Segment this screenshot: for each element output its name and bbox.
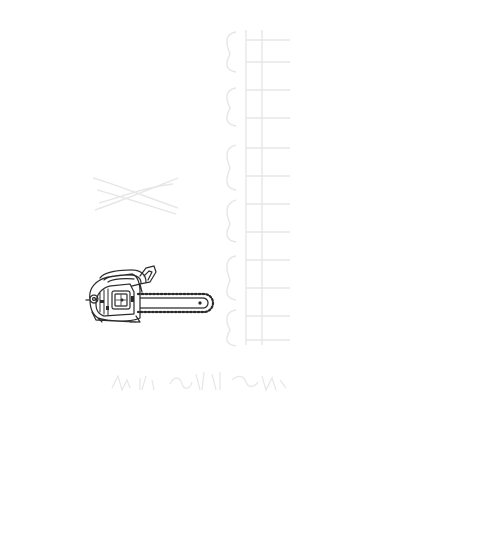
ghost-scribble — [111, 371, 287, 392]
ghost-cross-marks — [92, 177, 179, 215]
ghost-artwork — [92, 30, 290, 392]
ghost-ruler — [226, 30, 290, 347]
engine-detail — [100, 296, 134, 310]
chainsaw-icon — [85, 265, 215, 323]
guide-bar — [136, 292, 215, 314]
rear-grip — [139, 265, 157, 285]
base-plate — [91, 311, 137, 323]
